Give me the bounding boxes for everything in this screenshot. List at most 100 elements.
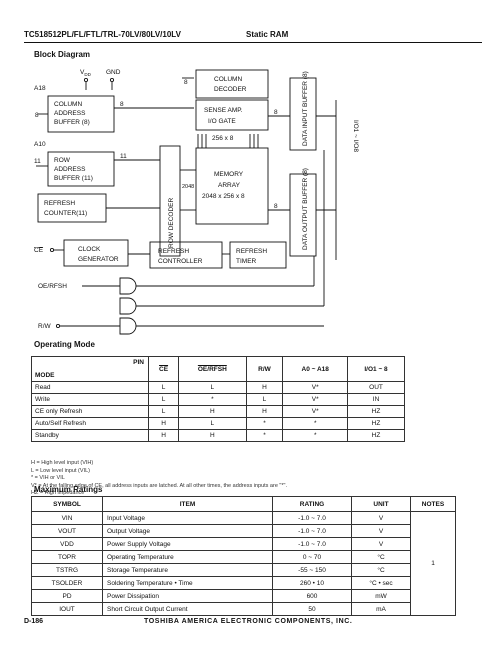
- row-decoder-block: [159, 145, 181, 257]
- note-line: V* = At the falling edge of CE, all addr…: [31, 482, 287, 489]
- header-oe-rfsh: OE/RFSH: [178, 356, 247, 382]
- clock-generator-line2: GENERATOR: [78, 256, 119, 263]
- bus-label-11b: 11: [120, 153, 127, 160]
- clock-generator-block: [63, 239, 129, 267]
- cell: VIN: [31, 511, 103, 525]
- cell: L: [147, 393, 180, 406]
- table-row: PD Power Dissipation 600 mW: [31, 589, 456, 603]
- cell: mW: [351, 589, 411, 603]
- cell: °C: [351, 563, 411, 577]
- cell: °C • sec: [351, 576, 411, 590]
- row-address-buffer-block: [47, 151, 115, 187]
- column-address-buffer-line1: COLUMN: [54, 101, 82, 108]
- table-row: TSOLDER Soldering Temperature • Time 260…: [31, 576, 456, 590]
- cell: L: [178, 381, 247, 394]
- header-address: A0 ~ A18: [282, 356, 349, 382]
- cell: 50: [272, 602, 352, 616]
- column-address-buffer-line2: ADDRESS: [54, 110, 86, 117]
- oe-rfsh-pin-label: OE/RFSH: [38, 283, 67, 290]
- bus-label-8d: 8: [274, 109, 278, 116]
- cell: H: [147, 429, 180, 442]
- a18-pin-label: A18: [34, 85, 46, 92]
- bus-label-8b: 8: [120, 101, 124, 108]
- cell: Power Supply Voltage: [102, 537, 273, 551]
- cell: V*: [282, 393, 349, 406]
- cell: H: [245, 381, 284, 394]
- cell: -1.0 ~ 7.0: [272, 524, 352, 538]
- operating-mode-title: Operating Mode: [34, 340, 95, 349]
- row-address-buffer-line2: ADDRESS: [54, 166, 86, 173]
- cell: *: [282, 429, 349, 442]
- note-line: H = High level input (VIH): [31, 460, 94, 466]
- table-row: TOPR Operating Temperature 0 ~ 70 °C: [31, 550, 456, 564]
- sense-amp-line1: SENSE AMP.: [204, 107, 243, 114]
- note-line: HZ = High impedance: [31, 490, 85, 496]
- page-header: TC518512PL/FL/FTL/TRL-70LV/80LV/10LV Sta…: [24, 28, 482, 43]
- cell: L: [178, 417, 247, 430]
- note-line: * = VIH or VIL: [31, 475, 65, 481]
- corner-mode-label: MODE: [35, 372, 55, 379]
- cell: HZ: [347, 405, 405, 418]
- cell: TSOLDER: [31, 576, 103, 590]
- cell: OUT: [347, 381, 405, 394]
- header-rw: R/W: [245, 356, 284, 382]
- header-ce: CE: [147, 356, 180, 382]
- cell: Write: [31, 393, 149, 406]
- rw-pin-label: R/W: [38, 323, 52, 330]
- operating-mode-table: PIN MODE CE OE/RFSH R/W A0 ~ A18 I/O1 ~ …: [31, 356, 405, 442]
- refresh-counter-line1: REFRESH: [44, 200, 75, 207]
- table-row: VIN Input Voltage -1.0 ~ 7.0 V 1: [31, 511, 456, 616]
- device-type: Static RAM: [246, 30, 289, 39]
- table-header-row: SYMBOL ITEM RATING UNIT NOTES: [31, 496, 456, 512]
- cell: mA: [351, 602, 411, 616]
- mode-pin-corner: PIN MODE: [31, 356, 149, 382]
- table-row: Write L * L V* IN: [31, 393, 405, 406]
- cell: *: [245, 417, 284, 430]
- data-output-buffer-block: [289, 173, 317, 257]
- memory-array-line2: ARRAY: [218, 182, 241, 189]
- header-io: I/O1 ~ 8: [347, 356, 405, 382]
- cell: V: [351, 511, 411, 525]
- refresh-controller-line1: REFRESH: [158, 248, 189, 255]
- cell: CE only Refresh: [31, 405, 149, 418]
- cell: Auto/Self Refresh: [31, 417, 149, 430]
- maximum-ratings-table: SYMBOL ITEM RATING UNIT NOTES VIN Input …: [31, 496, 456, 616]
- ce-pin-label: CE: [34, 247, 44, 254]
- table-row: Standby H H * * HZ: [31, 429, 405, 442]
- cell: V: [351, 524, 411, 538]
- cell: H: [178, 429, 247, 442]
- cell: IN: [347, 393, 405, 406]
- a10-pin-label: A10: [34, 141, 46, 148]
- data-input-buffer-block: [289, 77, 317, 151]
- table-row: IOUT Short Circuit Output Current 50 mA: [31, 602, 456, 616]
- cell: TSTRG: [31, 563, 103, 577]
- cell: 260 • 10: [272, 576, 352, 590]
- company-name: TOSHIBA AMERICA ELECTRONIC COMPONENTS, I…: [144, 618, 353, 625]
- maximum-ratings-title: Maximum Ratings: [34, 485, 103, 494]
- note-line: L = Low level input (VIL): [31, 467, 90, 474]
- cell: -55 ~ 150: [272, 563, 352, 577]
- refresh-timer-line1: REFRESH: [236, 248, 267, 255]
- block-diagram-title: Block Diagram: [34, 50, 91, 59]
- notes-cell: 1: [410, 511, 456, 616]
- header-notes: NOTES: [410, 496, 456, 512]
- column-decoder-line2: DECODER: [214, 86, 247, 93]
- cell: L: [147, 405, 180, 418]
- clock-generator-line1: CLOCK: [78, 246, 101, 253]
- operating-mode-notes: H = High level input (VIH) L = Low level…: [31, 460, 287, 498]
- refresh-controller-block: [149, 241, 223, 269]
- bus-label-2048: 2048: [182, 184, 194, 190]
- row-address-buffer-line1: ROW: [54, 157, 71, 164]
- cell: VOUT: [31, 524, 103, 538]
- refresh-counter-block: [37, 193, 107, 223]
- header-item: ITEM: [102, 496, 273, 512]
- io-pin-label: I/O1 ~ I/O8: [352, 120, 359, 152]
- row-address-buffer-line3: BUFFER (11): [54, 175, 93, 182]
- cell: IOUT: [31, 602, 103, 616]
- table-row: Auto/Self Refresh H L * * HZ: [31, 417, 405, 430]
- column-decoder-line1: COLUMN: [214, 76, 242, 83]
- cell: Standby: [31, 429, 149, 442]
- table-row: Read L L H V* OUT: [31, 381, 405, 394]
- refresh-timer-line2: TIMER: [236, 258, 257, 265]
- bus-label-11a: 11: [34, 158, 41, 165]
